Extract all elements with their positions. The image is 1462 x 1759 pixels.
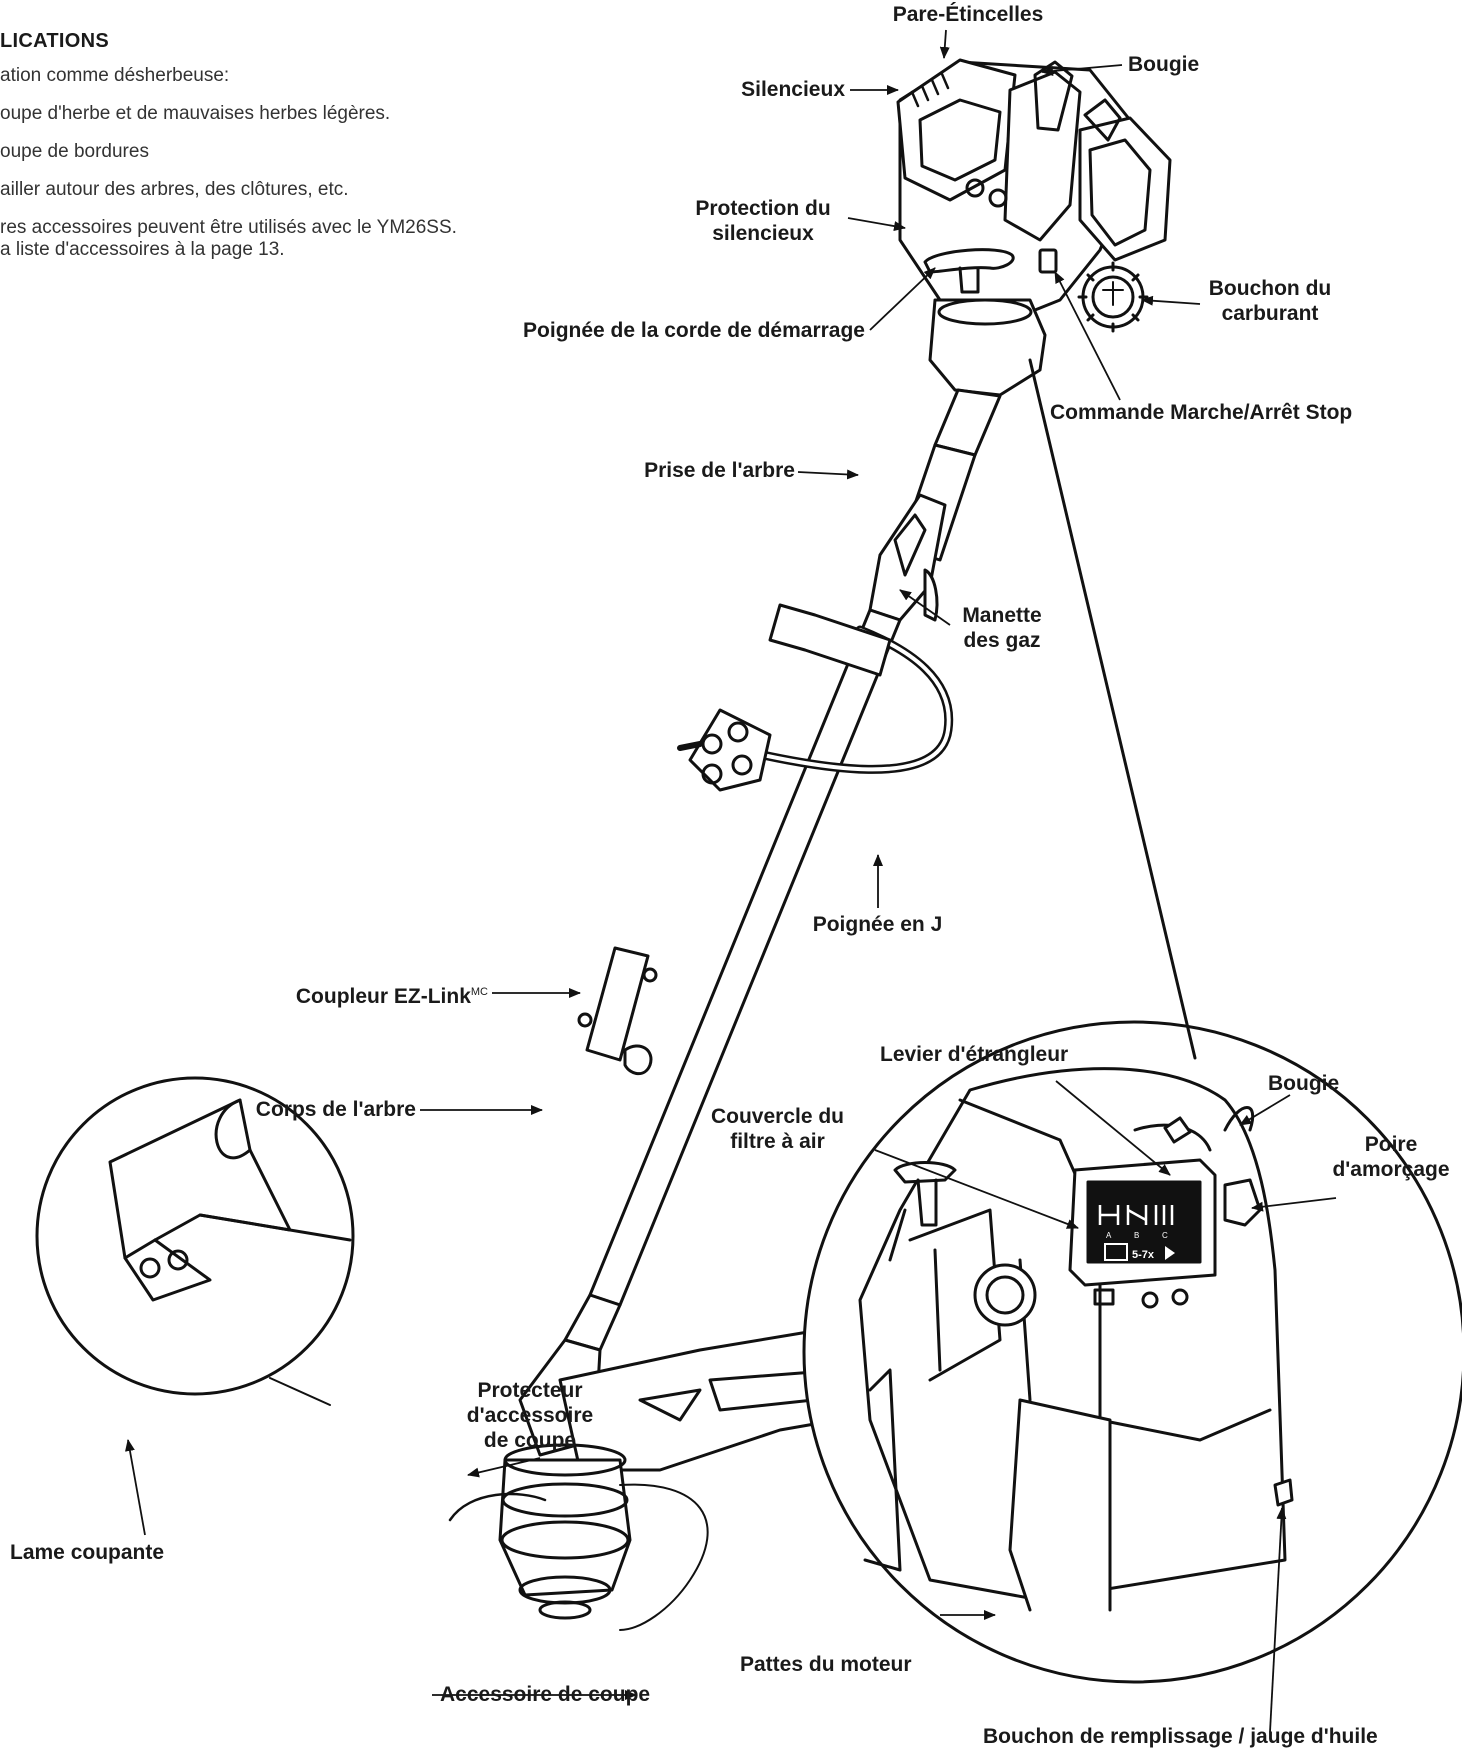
trimmer-shaft <box>577 388 1002 1307</box>
label-coupleur-text: Coupleur EZ-Link <box>295 985 471 1008</box>
applications-heading: LICATIONS <box>0 30 109 52</box>
choke-mark-b: B <box>1134 1231 1139 1240</box>
choke-panel: A B C 5-7x <box>1098 1205 1175 1261</box>
label-commande: Commande Marche/Arrêt Stop <box>1050 401 1353 424</box>
label-pattes-moteur: Pattes du moteur <box>740 1653 912 1676</box>
label-couvercle-l1: Couvercle du <box>710 1105 845 1128</box>
label-accessoire-coupe: Accessoire de coupe <box>440 1683 651 1706</box>
label-bouchon-carb-l2: carburant <box>1221 302 1319 325</box>
label-lame-coupante: Lame coupante <box>10 1541 165 1564</box>
label-bougie-detail: Bougie <box>1268 1072 1340 1095</box>
label-protecteur-accessoire: Protecteur d'accessoire de coupe <box>450 1378 610 1453</box>
label-protection-l2: silencieux <box>712 222 814 245</box>
intro-line-1: ation comme désherbeuse: <box>0 65 230 86</box>
label-bouchon-carb-l1: Bouchon du <box>1208 277 1332 300</box>
label-bougie-top: Bougie <box>1128 53 1200 76</box>
prime-count-text: 5-7x <box>1132 1249 1155 1261</box>
label-prise-arbre: Prise de l'arbre <box>644 459 795 482</box>
intro-line-6: a liste d'accessoires à la page 13. <box>0 239 285 260</box>
label-manette-gaz: Manette des gaz <box>948 603 1056 653</box>
label-coupleur: Coupleur EZ-LinkMC <box>250 980 488 1009</box>
choke-mark-a: A <box>1106 1231 1112 1240</box>
engine-detail <box>802 358 1462 1684</box>
label-bouchon-carburant: Bouchon du carburant <box>1200 276 1340 326</box>
label-protection-l1: Protection du <box>695 197 831 220</box>
blade-detail <box>35 1076 355 1406</box>
label-poire-l1: Poire <box>1364 1133 1418 1156</box>
label-corps-arbre: Corps de l'arbre <box>255 1098 416 1121</box>
label-protecteur-l2: d'accessoire <box>466 1404 594 1427</box>
label-silencieux: Silencieux <box>741 78 845 101</box>
callout-arrows <box>125 29 1337 1733</box>
label-poignee-j: Poignée en J <box>812 913 943 936</box>
label-bouchon-huile: Bouchon de remplissage / jauge d'huile <box>983 1725 1378 1748</box>
label-levier-etrangleur: Levier d'étrangleur <box>880 1043 1069 1066</box>
label-couvercle-filtre: Couvercle du filtre à air <box>690 1104 865 1154</box>
intro-line-2: oupe d'herbe et de mauvaises herbes légè… <box>0 103 391 124</box>
label-coupleur-sup: MC <box>470 986 488 998</box>
intro-line-3: oupe de bordures <box>0 141 149 162</box>
label-poire-amorcage: Poire d'amorçage <box>1325 1132 1457 1182</box>
applications-text: LICATIONS ation comme désherbeuse: oupe … <box>0 30 640 277</box>
arrow-right-icon <box>1165 1246 1175 1260</box>
label-protecteur-l1: Protecteur <box>477 1379 583 1402</box>
intro-line-4: ailler autour des arbres, des clôtures, … <box>0 179 349 200</box>
label-pare-etincelles: Pare-Étincelles <box>892 3 1044 26</box>
label-poire-l2: d'amorçage <box>1332 1158 1450 1181</box>
label-manette-l1: Manette <box>962 604 1042 627</box>
intro-line-5: res accessoires peuvent être utilisés av… <box>0 217 457 238</box>
label-protection-silencieux: Protection du silencieux <box>682 196 844 246</box>
label-poignee-corde: Poignée de la corde de démarrage <box>523 319 865 342</box>
choke-mark-c: C <box>1162 1231 1168 1240</box>
engine-head <box>896 58 1172 397</box>
label-manette-l2: des gaz <box>963 629 1041 652</box>
label-couvercle-l2: filtre à air <box>730 1130 825 1153</box>
label-protecteur-l3: de coupe <box>483 1429 577 1452</box>
